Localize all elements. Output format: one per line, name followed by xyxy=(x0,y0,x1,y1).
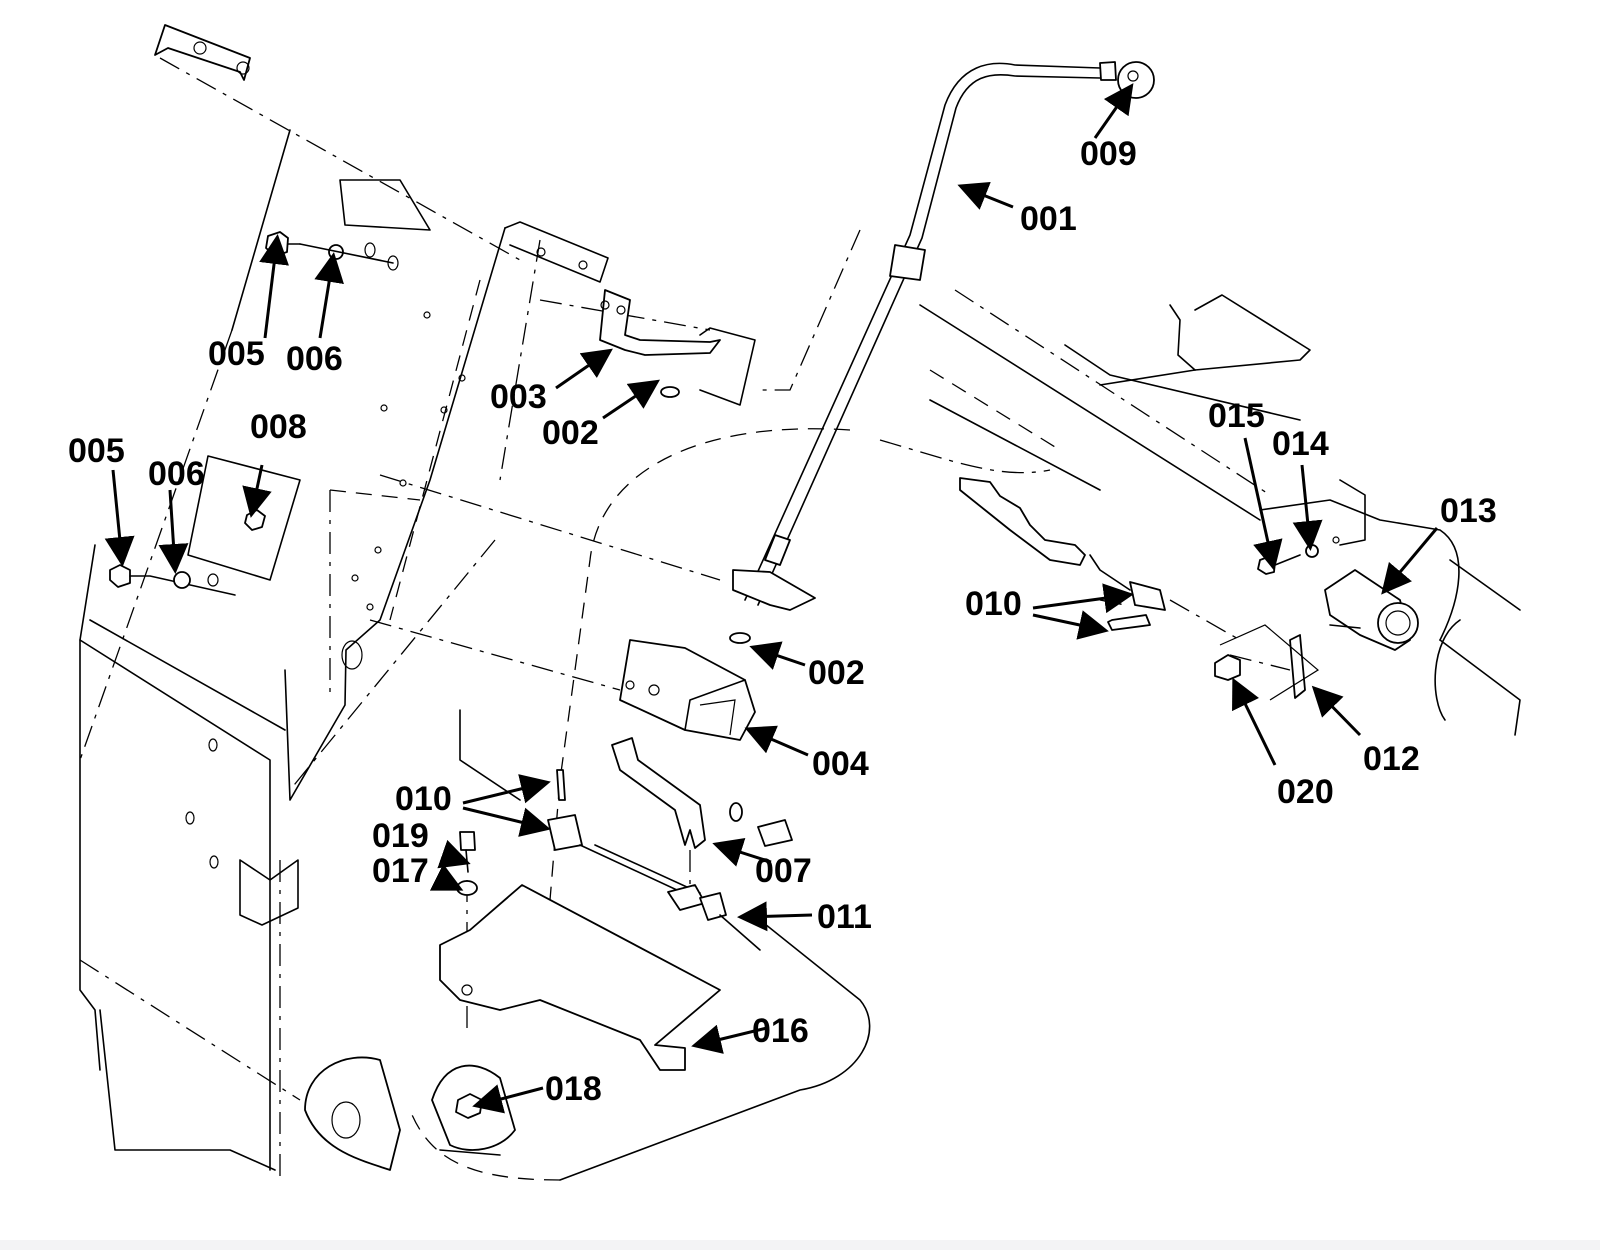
part-004-lever-housing xyxy=(619,639,756,741)
part-007-cable-bracket xyxy=(611,737,793,849)
part-013-valve xyxy=(1324,569,1419,651)
part-003-bracket xyxy=(599,289,756,406)
callout-014: 014 xyxy=(1272,425,1329,463)
callout-007: 007 xyxy=(755,852,812,890)
assembly-centerlines xyxy=(289,229,1291,1030)
part-011-cable xyxy=(579,844,761,951)
callout-013: 013 xyxy=(1440,492,1497,530)
callout-010-left: 010 xyxy=(395,780,452,818)
callout-006-lower: 006 xyxy=(148,455,205,493)
callout-018: 018 xyxy=(545,1070,602,1108)
callout-arrows xyxy=(104,83,1439,1114)
callout-012: 012 xyxy=(1363,740,1420,778)
part-019-017-bolt-washer xyxy=(456,831,478,896)
callout-011: 011 xyxy=(817,898,872,936)
callout-002-lower: 002 xyxy=(808,654,865,692)
callout-006-upper: 006 xyxy=(286,340,343,378)
callout-labels: 009 001 003 002 005 006 005 006 008 002 … xyxy=(68,135,1497,1108)
callout-017: 017 xyxy=(372,852,429,890)
callout-020: 020 xyxy=(1277,773,1334,811)
callout-003: 003 xyxy=(490,378,547,416)
part-010-clevis-left xyxy=(547,769,583,851)
part-012-link-plate xyxy=(1219,624,1320,701)
part-002-washers xyxy=(660,386,751,644)
callout-005-lower: 005 xyxy=(68,432,125,470)
callout-002-upper: 002 xyxy=(542,414,599,452)
part-001-control-lever xyxy=(744,61,1117,606)
part-010-clevis-right xyxy=(959,477,1166,631)
callout-005-upper: 005 xyxy=(208,335,265,373)
callout-019: 019 xyxy=(372,817,429,855)
part-020-nut xyxy=(1214,654,1241,681)
part-plate-upper xyxy=(732,569,816,611)
callout-008: 008 xyxy=(250,408,307,446)
bottom-strip xyxy=(0,1240,1600,1250)
part-016-mounting-bracket xyxy=(439,884,721,1071)
part-009-knob xyxy=(1117,61,1155,99)
callout-010-right: 010 xyxy=(965,585,1022,623)
callout-004: 004 xyxy=(812,745,869,783)
callout-015: 015 xyxy=(1208,397,1265,435)
callout-016: 016 xyxy=(752,1012,809,1050)
callout-001: 001 xyxy=(1020,200,1077,238)
callout-009: 009 xyxy=(1080,135,1137,173)
